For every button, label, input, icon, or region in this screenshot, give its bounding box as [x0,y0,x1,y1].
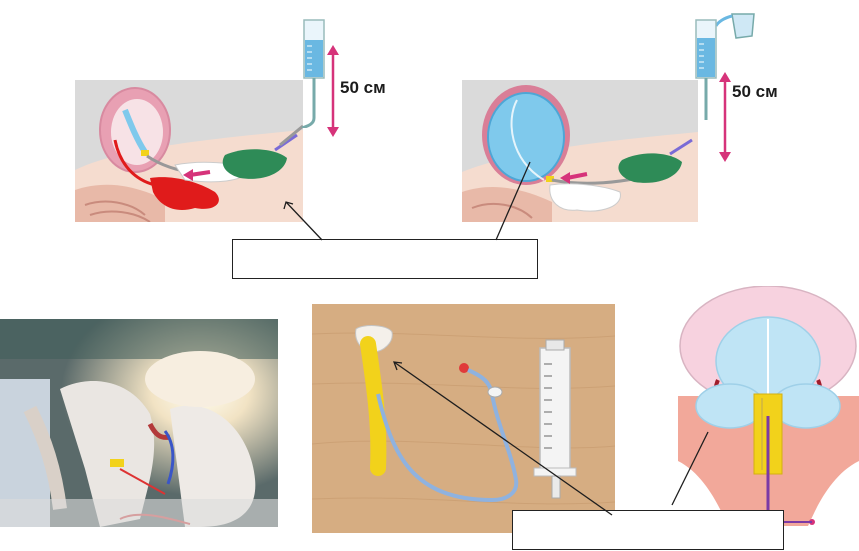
catheter-kit-photo [312,304,615,533]
height-arrow-right [719,72,731,162]
height-label-right: 50 см [732,82,778,101]
illustration-before-inflation [75,80,303,222]
balloon-schematic [678,286,859,526]
graduated-reservoir-right [695,13,755,120]
label-box-top [232,239,538,279]
height-label-left: 50 см [340,78,386,97]
procedure-photo [0,319,278,527]
graduated-reservoir-left [301,19,325,128]
height-arrow-left [327,45,339,137]
illustration-after-inflation [462,80,698,222]
label-box-bottom [512,510,784,550]
